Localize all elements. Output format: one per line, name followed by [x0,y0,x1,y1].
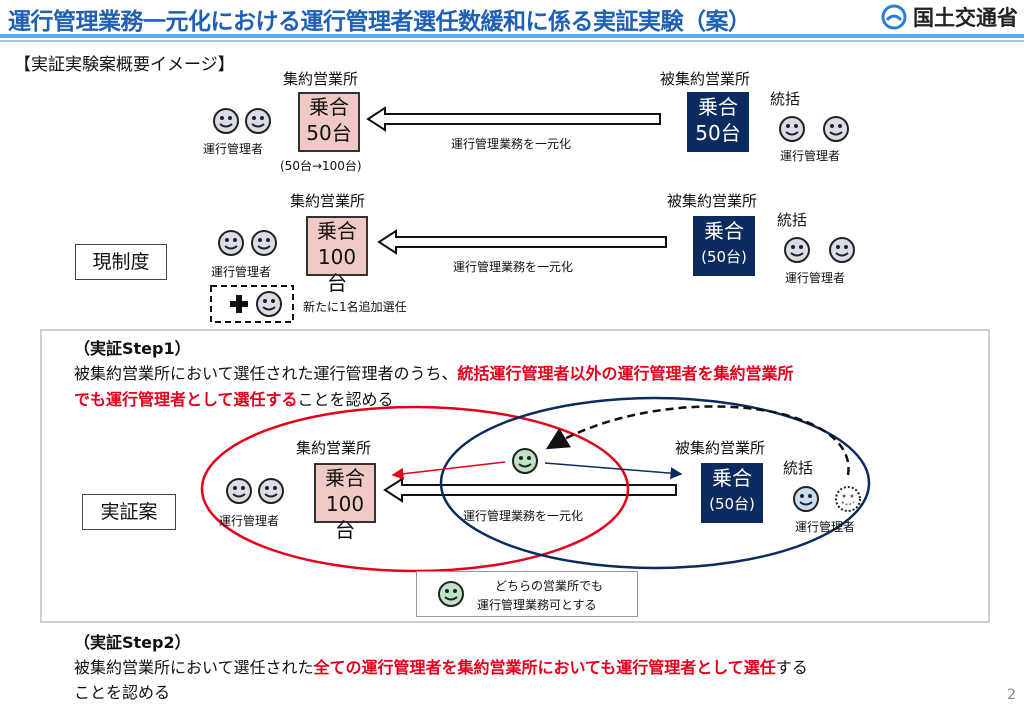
row2-right-manager-label: 運行管理者 [785,271,846,285]
step1-left-office-label: 集約営業所 [296,439,372,457]
step1-arrow-label: 運行管理業務を一元化 [463,509,584,523]
step1-title: （実証Step1） [74,339,191,358]
row1-right-office-label: 被集約営業所 [660,70,751,88]
mlit-emblem-icon [881,4,907,30]
row2-consolidation-arrow [377,229,667,255]
step2-title: （実証Step2） [74,633,191,652]
step1-text-emphasis: でも運行管理者として選任する [74,390,298,409]
reassignment-dashed-arrow [545,405,850,476]
row1-right-vehicles: 乗合 50台 [687,92,749,152]
step2-text-line1: 被集約営業所において選任された全ての運行管理者を集約営業所においても運行管理者と… [74,654,808,678]
additional-manager-label: 新たに1名追加選任 [303,300,407,314]
step1-text-line1: 被集約営業所において選任された運行管理者のうち、統括運行管理者以外の運行管理者を… [74,360,794,384]
row2-left-manager-label: 運行管理者 [211,265,272,279]
legend-line2: 運行管理業務可とする [477,598,597,612]
current-system-label: 現制度 [75,244,167,280]
vehicle-type: 乗合 [325,466,365,490]
page-number: 2 [1007,687,1016,703]
legend-box: どちらの営業所でも 運行管理業務可とする [416,571,638,617]
step1-consolidation-arrow [383,477,677,503]
manager-face-icon [828,236,856,264]
proposal-label: 実証案 [82,494,176,530]
row1-left-manager-label: 運行管理者 [203,142,264,156]
row2-arrow-label: 運行管理業務を一元化 [453,260,574,274]
step1-left-manager-label: 運行管理者 [219,514,280,528]
step1-right-vehicles: 乗合 (50台) [701,463,763,523]
row1-left-office-label: 集約営業所 [283,70,359,88]
section-heading: 【実証実験案概要イメージ】 [14,55,235,75]
row2-right-office-label: 被集約営業所 [667,192,758,210]
vehicle-type: 乗合 [704,219,744,243]
row1-left-vehicles: 乗合 50台 [298,92,360,152]
vehicle-count: (50台) [709,495,755,513]
step2-text-emphasis: 全ての運行管理者を集約営業所においても運行管理者として選任 [313,658,776,677]
step1-panel [40,329,990,623]
manager-face-icon [217,229,245,257]
additional-manager-box [210,285,294,323]
vehicle-type: 乗合 [698,95,738,119]
manager-face-icon [225,477,253,505]
manager-face-icon [250,229,278,257]
step1-text-line2: でも運行管理者として選任することを認める [74,386,394,410]
step2-text-line2: ことを認める [74,683,171,702]
consolidation-office-ellipse [200,405,630,573]
vehicle-type: 乗合 [317,219,357,243]
vehicle-type: 乗合 [712,466,752,490]
vehicle-count: 100台 [325,492,365,542]
page-title: 運行管理業務一元化における運行管理者選任数緩和に係る実証実験（案） [8,9,751,35]
ministry-name: 国土交通省 [913,6,1018,30]
moved-manager-placeholder-icon [834,485,862,513]
ministry-logo: 国土交通省 [881,2,1018,32]
consolidated-office-ellipse [439,396,871,570]
step1-text-emphasis: 統括運行管理者以外の運行管理者を集約営業所 [457,364,794,383]
step2-text-plain: する [775,658,808,677]
manager-face-icon [783,236,811,264]
row1-arrow-label: 運行管理業務を一元化 [451,137,572,151]
to-consolidated-arrow [544,462,683,480]
step1-text-plain: 被集約営業所において選任された運行管理者のうち、 [74,364,458,383]
new-manager-face-icon [255,290,283,318]
step1-right-manager-label: 運行管理者 [795,520,856,534]
vehicle-type: 乗合 [309,95,349,119]
plus-icon [228,293,250,315]
row1-left-note: (50台→100台) [280,159,362,173]
shared-manager-face-icon [437,580,465,608]
row2-left-office-label: 集約営業所 [290,192,366,210]
shared-manager-face-icon [511,447,539,475]
supervising-manager-face-icon [792,485,820,513]
step1-text-plain: ことを認める [297,390,394,409]
step1-left-vehicles: 乗合 100台 [314,463,376,542]
step1-right-office-label: 被集約営業所 [675,439,766,457]
vehicle-count: 100台 [317,245,357,295]
step2-text-plain: 被集約営業所において選任された [74,658,314,677]
manager-face-icon [244,107,272,135]
vehicle-count: 50台 [306,121,352,145]
vehicle-count: (50台) [701,248,747,266]
row2-supervise-label: 統括 [777,211,808,229]
legend-line1: どちらの営業所でも [495,579,604,593]
to-consolidation-arrow [391,461,506,480]
manager-face-icon [822,115,850,143]
row2-left-vehicles: 乗合 100台 [306,216,368,295]
header-rule [0,34,1024,38]
row1-right-manager-label: 運行管理者 [780,149,841,163]
manager-face-icon [212,107,240,135]
row1-consolidation-arrow [366,106,661,132]
header-rule-thin [0,40,1024,42]
row2-right-vehicles: 乗合 (50台) [693,216,755,276]
manager-face-icon [778,115,806,143]
step1-supervise-label: 統括 [783,459,814,477]
manager-face-icon [257,477,285,505]
vehicle-count: 50台 [695,121,741,145]
row1-supervise-label: 統括 [770,90,801,108]
